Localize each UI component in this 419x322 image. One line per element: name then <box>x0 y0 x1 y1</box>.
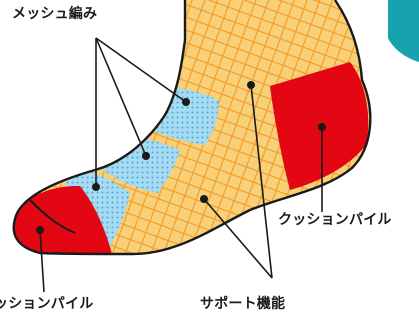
toe-seam-line <box>29 199 76 234</box>
leader-anchor-dots <box>36 81 326 234</box>
leader-support-1 <box>250 84 273 279</box>
leader-cushion-left <box>39 229 45 293</box>
label-support-function: サポート機能 <box>200 296 286 312</box>
leader-mesh-middle <box>95 37 147 157</box>
label-mesh-knit: メッシュ編み <box>12 6 98 22</box>
toe-cushion-panel <box>13 185 112 254</box>
anchor-dot-support-upper <box>247 81 255 89</box>
anchor-dot-mesh-lower <box>92 183 100 191</box>
teal-corner-shape <box>388 0 419 62</box>
leader-mesh-top <box>95 37 187 103</box>
label-cushion-pile-toe: ッションパイル <box>0 296 94 312</box>
anchor-dot-heel <box>318 123 326 131</box>
sock-outline <box>12 0 372 256</box>
leader-lines <box>39 37 323 293</box>
leader-support-2 <box>203 198 273 279</box>
anchor-dot-toe <box>36 226 44 234</box>
label-cushion-pile-heel: クッションパイル <box>278 212 392 228</box>
anchor-dot-mesh-top <box>182 98 190 106</box>
anchor-dot-mesh-middle <box>142 152 150 160</box>
anchor-dot-support-lower <box>200 195 208 203</box>
